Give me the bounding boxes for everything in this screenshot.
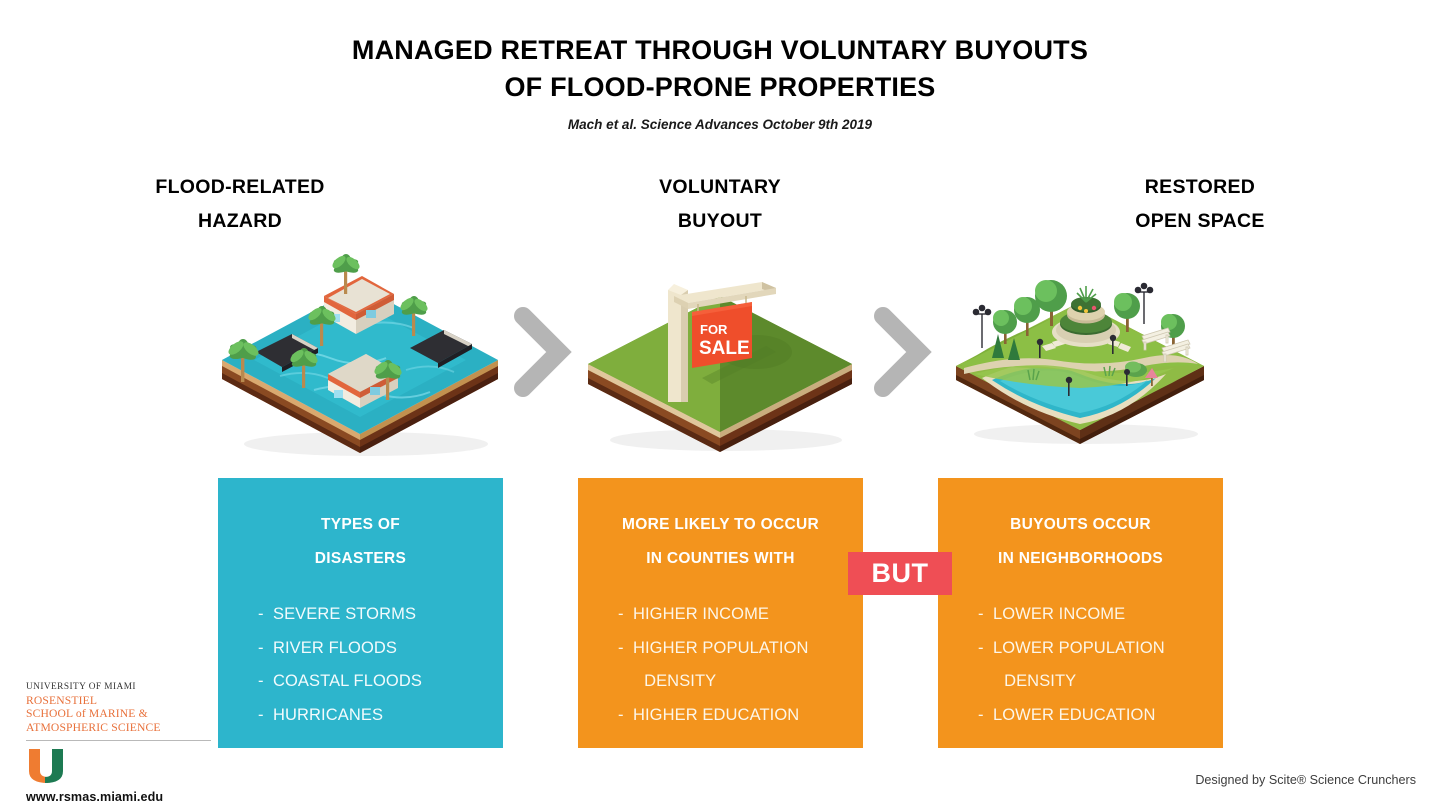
page-title-line-2: OF FLOOD-PRONE PROPERTIES	[504, 72, 936, 102]
column-header-voluntary-buyout: VOLUNTARY BUYOUT	[480, 170, 960, 238]
university-logo-block: UNIVERSITY OF MIAMI ROSENSTIEL SCHOOL of…	[26, 681, 211, 804]
panel-neighborhoods: BUYOUTS OCCUR IN NEIGHBORHOODS - LOWER I…	[938, 478, 1223, 748]
column-header-line-2: HAZARD	[197, 210, 283, 232]
flooded-neighborhood-illustration	[210, 248, 510, 460]
panel-heading-line-1: BUYOUTS OCCUR	[1010, 516, 1151, 533]
panel-heading-line-1: TYPES OF	[320, 516, 401, 533]
logo-school-line-3: ATMOSPHERIC SCIENCE	[26, 720, 161, 734]
for-sale-text-line-2: SALE	[699, 338, 750, 359]
list-item: - HURRICANES	[258, 705, 384, 724]
logo-school-line-2: SCHOOL of MARINE &	[26, 707, 148, 721]
logo-school-line-1: ROSENSTIEL	[26, 694, 98, 707]
column-headers-row: FLOOD-RELATED HAZARD VOLUNTARY BUYOUT RE…	[0, 170, 1440, 238]
restored-park-illustration	[930, 248, 1230, 460]
title-block: MANAGED RETREAT THROUGH VOLUNTARY BUYOUT…	[0, 32, 1440, 132]
column-header-flood-hazard: FLOOD-RELATED HAZARD	[0, 170, 480, 238]
logo-website-url[interactable]: www.rsmas.miami.edu	[26, 789, 164, 804]
list-item: - HIGHER EDUCATION	[618, 705, 800, 724]
for-sale-text-line-1: FOR	[700, 322, 728, 337]
um-u-logo	[26, 747, 72, 783]
chevron-right-icon	[863, 304, 937, 400]
illustration-band: FOR SALE	[0, 248, 1440, 460]
disaster-type-list: - SEVERE STORMS - RIVER FLOODS - COASTAL…	[240, 598, 481, 732]
column-header-line-2: OPEN SPACE	[1135, 210, 1265, 232]
list-item: - HIGHER INCOME	[618, 605, 770, 623]
panel-heading-line-2: IN COUNTIES WITH	[646, 550, 795, 567]
vacant-lot-for-sale-illustration: FOR SALE	[570, 248, 870, 460]
panel-heading-line-2: DISASTERS	[314, 550, 407, 567]
panel-types-of-disasters: TYPES OF DISASTERS - SEVERE STORMS - RIV…	[218, 478, 503, 748]
designer-credit: Designed by Scite® Science Crunchers	[1195, 773, 1416, 787]
list-item: - HIGHER POPULATION DENSITY	[618, 638, 809, 691]
panel-heading-line-2: IN NEIGHBORHOODS	[998, 550, 1163, 567]
chevron-right-icon	[503, 304, 577, 400]
logo-school-name: ROSENSTIEL SCHOOL of MARINE & ATMOSPHERI…	[26, 694, 211, 734]
list-item: - LOWER INCOME	[978, 605, 1126, 623]
page-title-line-1: MANAGED RETREAT THROUGH VOLUNTARY BUYOUT…	[351, 35, 1089, 65]
panel-heading-line-1: MORE LIKELY TO OCCUR	[622, 516, 819, 533]
column-header-line-1: RESTORED	[1144, 176, 1256, 198]
panel-heading: MORE LIKELY TO OCCUR IN COUNTIES WITH	[600, 508, 841, 576]
county-attribute-list: - HIGHER INCOME - HIGHER POPULATION DENS…	[600, 598, 841, 732]
citation-subtitle: Mach et al. Science Advances October 9th…	[567, 117, 873, 132]
neighborhood-attribute-list: - LOWER INCOME - LOWER POPULATION DENSIT…	[960, 598, 1201, 732]
list-item: - SEVERE STORMS	[258, 605, 417, 623]
contrast-badge-but: BUT	[848, 552, 952, 595]
list-item: - LOWER POPULATION DENSITY	[978, 638, 1165, 691]
column-header-restored-open-space: RESTORED OPEN SPACE	[960, 170, 1440, 238]
logo-university-name: UNIVERSITY OF MIAMI	[26, 682, 136, 692]
list-item: - COASTAL FLOODS	[258, 672, 422, 690]
column-header-line-1: VOLUNTARY	[659, 176, 781, 198]
column-header-line-1: FLOOD-RELATED	[155, 176, 325, 198]
panel-counties-with: MORE LIKELY TO OCCUR IN COUNTIES WITH - …	[578, 478, 863, 748]
panel-heading: BUYOUTS OCCUR IN NEIGHBORHOODS	[960, 508, 1201, 576]
logo-divider	[26, 739, 211, 741]
panel-heading: TYPES OF DISASTERS	[240, 508, 481, 576]
column-header-line-2: BUYOUT	[677, 210, 763, 232]
list-item: - RIVER FLOODS	[258, 638, 398, 657]
list-item: - LOWER EDUCATION	[978, 705, 1156, 724]
